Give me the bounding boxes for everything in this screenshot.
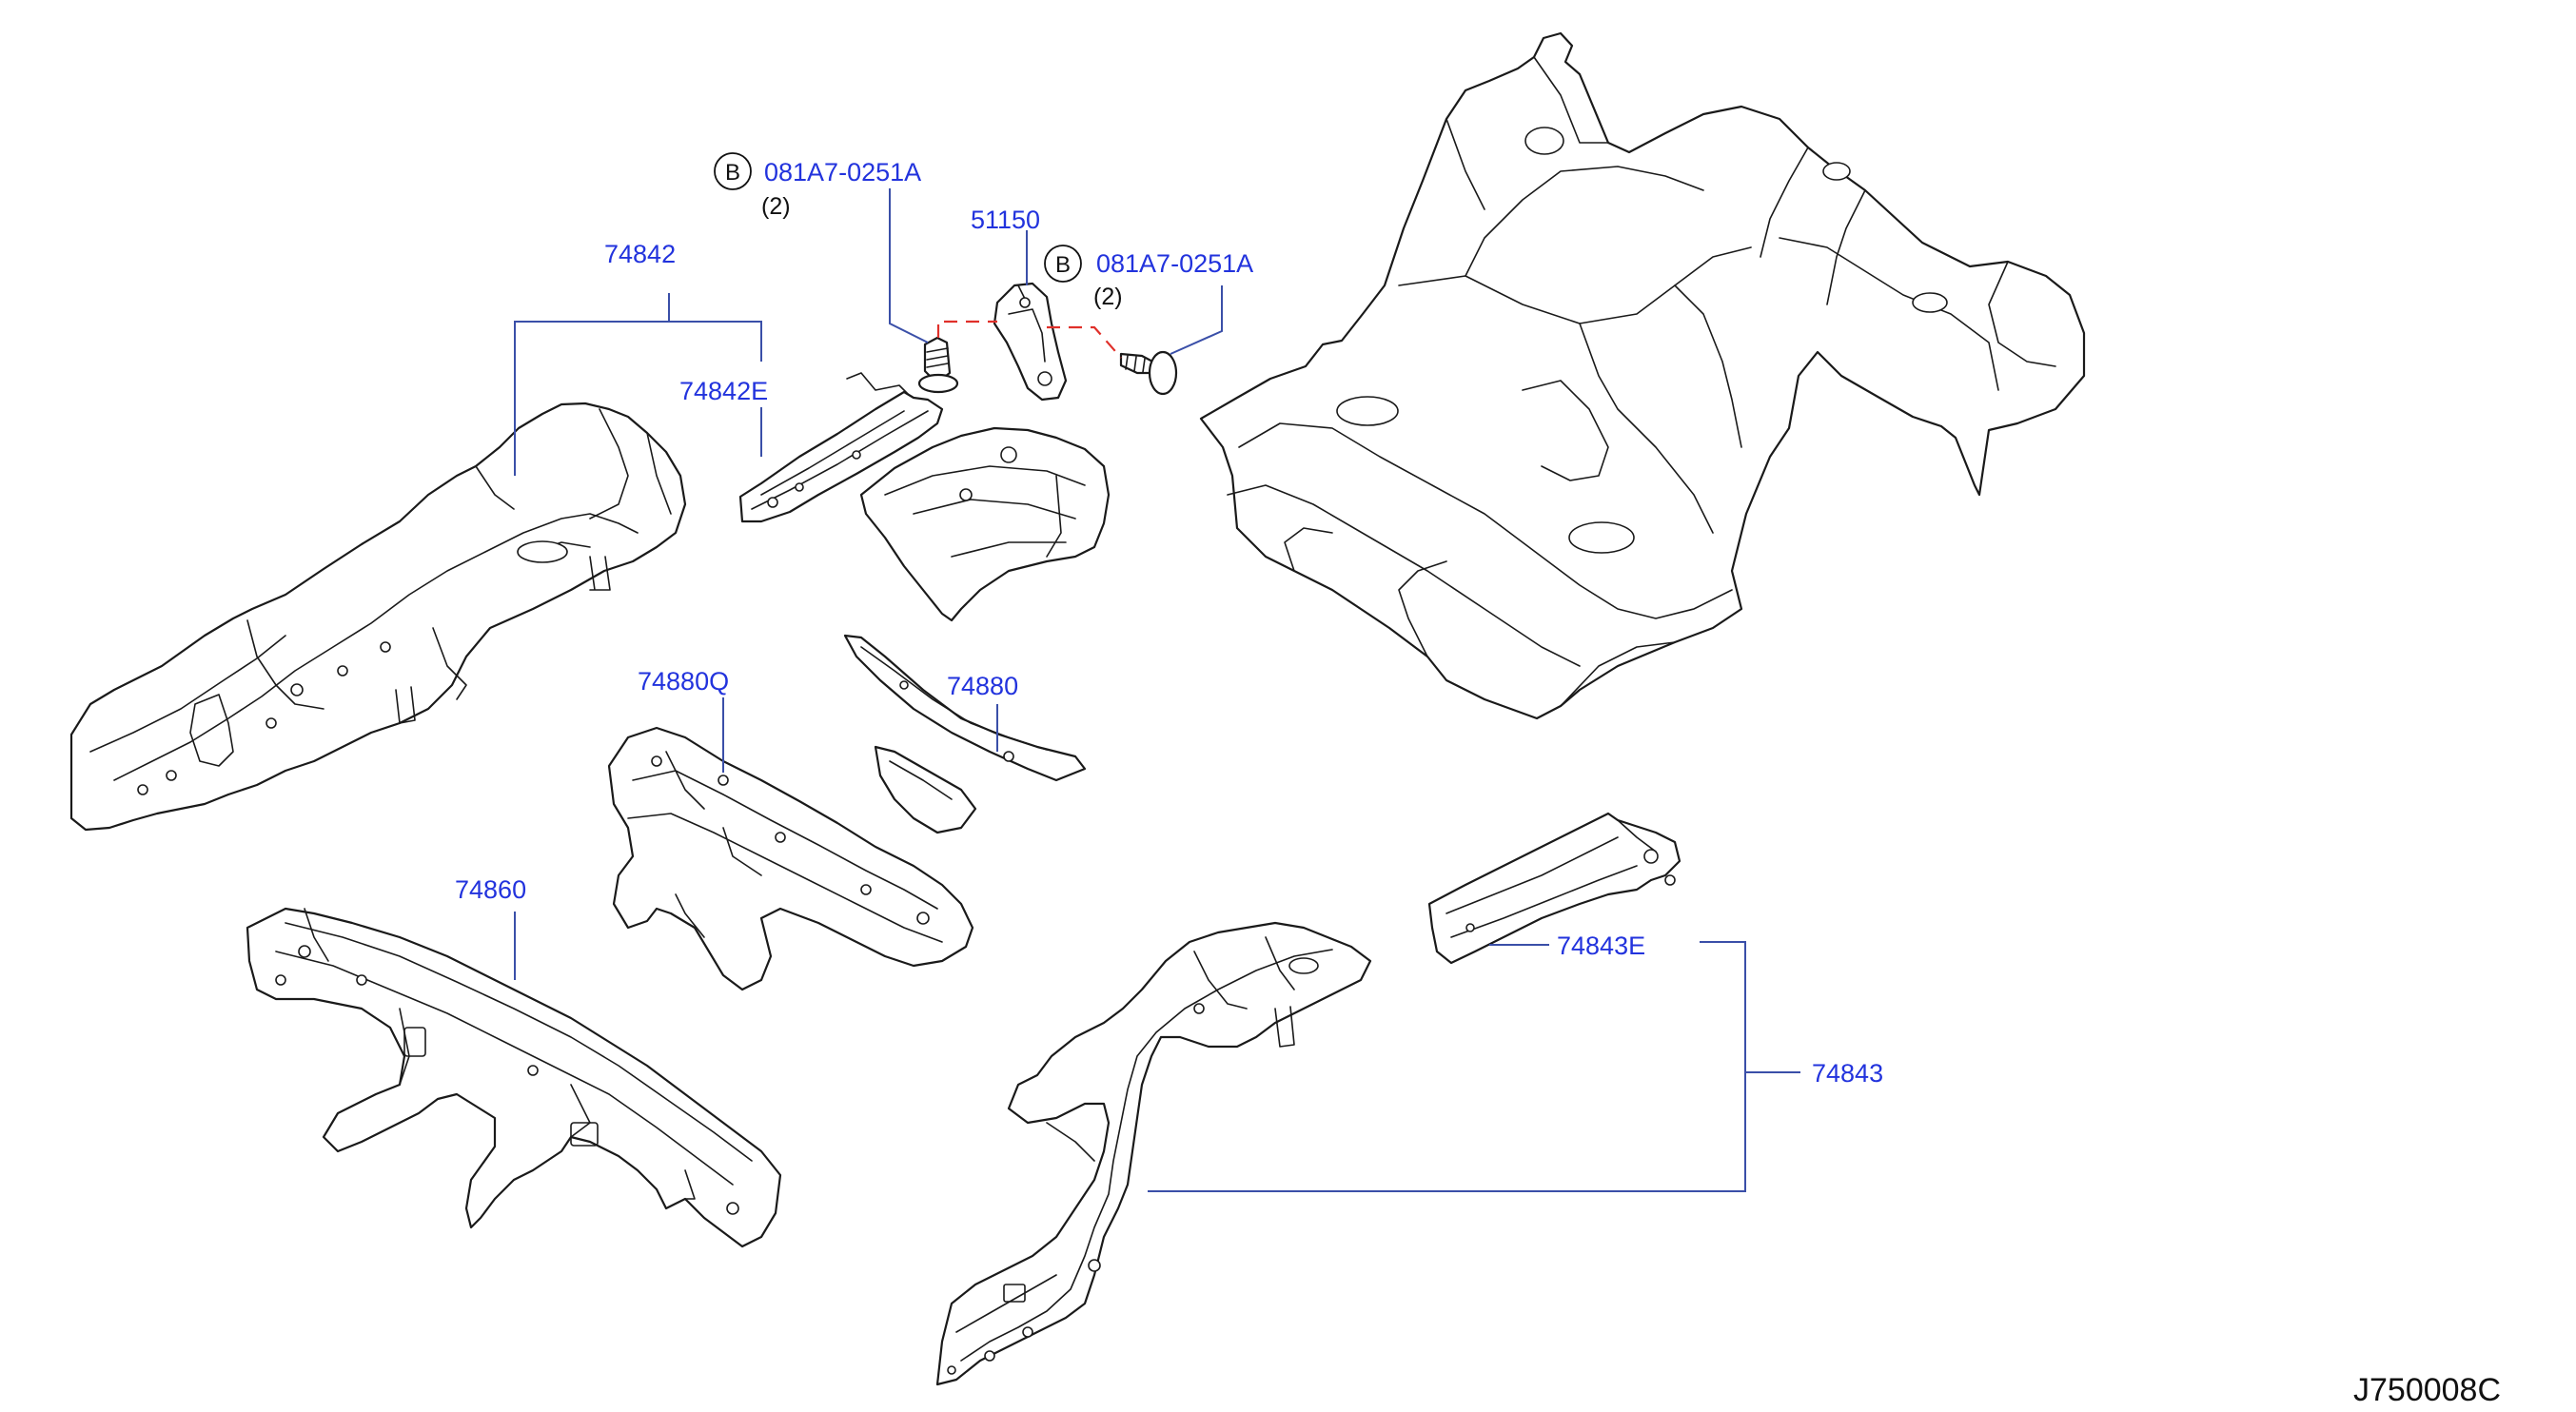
callout-74880Q: 74880Q	[638, 667, 729, 696]
callout-qty-2: (2)	[1093, 284, 1123, 310]
bolt-081A7-0251A-left	[917, 336, 959, 394]
part-74860-crossmember	[246, 907, 782, 1248]
leader-lines	[514, 188, 1800, 1192]
fastener-line-right	[1047, 325, 1122, 359]
callout-qty-1: (2)	[761, 193, 791, 220]
fastener-line-left	[936, 320, 997, 338]
part-floor-heatshield	[859, 426, 1111, 622]
part-51150-bracket	[993, 282, 1068, 402]
part-74880Q-crossmember	[607, 726, 974, 991]
diagram-code: J750008C	[2353, 1372, 2501, 1408]
part-74880-lower-bracket	[874, 745, 977, 834]
part-74843E-bracket	[1427, 812, 1681, 965]
callout-081A7-0251A-2: 081A7-0251A	[1096, 249, 1253, 278]
part-74842E-bracket	[738, 372, 944, 523]
bolt-081A7-0251A-right	[1119, 350, 1178, 396]
callout-74842E: 74842E	[679, 377, 768, 405]
bolt-symbol-circle-2	[1044, 245, 1082, 283]
part-74842-front-side-member	[69, 402, 687, 832]
callout-51150: 51150	[971, 206, 1040, 234]
bolt-symbol-b-2: B	[1055, 252, 1071, 278]
part-74880-reinforcement	[843, 634, 1087, 782]
callout-081A7-0251A-1: 081A7-0251A	[764, 158, 921, 186]
part-74843-rear-side-member	[935, 921, 1372, 1386]
callout-74843E: 74843E	[1557, 932, 1645, 960]
callouts: 74842 74842E B 081A7-0251A (2) 51150 B 0…	[455, 152, 2501, 1408]
callout-74880: 74880	[947, 672, 1018, 700]
callout-74843: 74843	[1812, 1059, 1883, 1088]
callout-74860: 74860	[455, 875, 526, 904]
callout-74842: 74842	[604, 240, 676, 268]
bolt-symbol-b-1: B	[725, 160, 740, 186]
bolt-symbol-circle-1	[714, 152, 752, 190]
floor-pan-assembly	[1199, 31, 2086, 720]
